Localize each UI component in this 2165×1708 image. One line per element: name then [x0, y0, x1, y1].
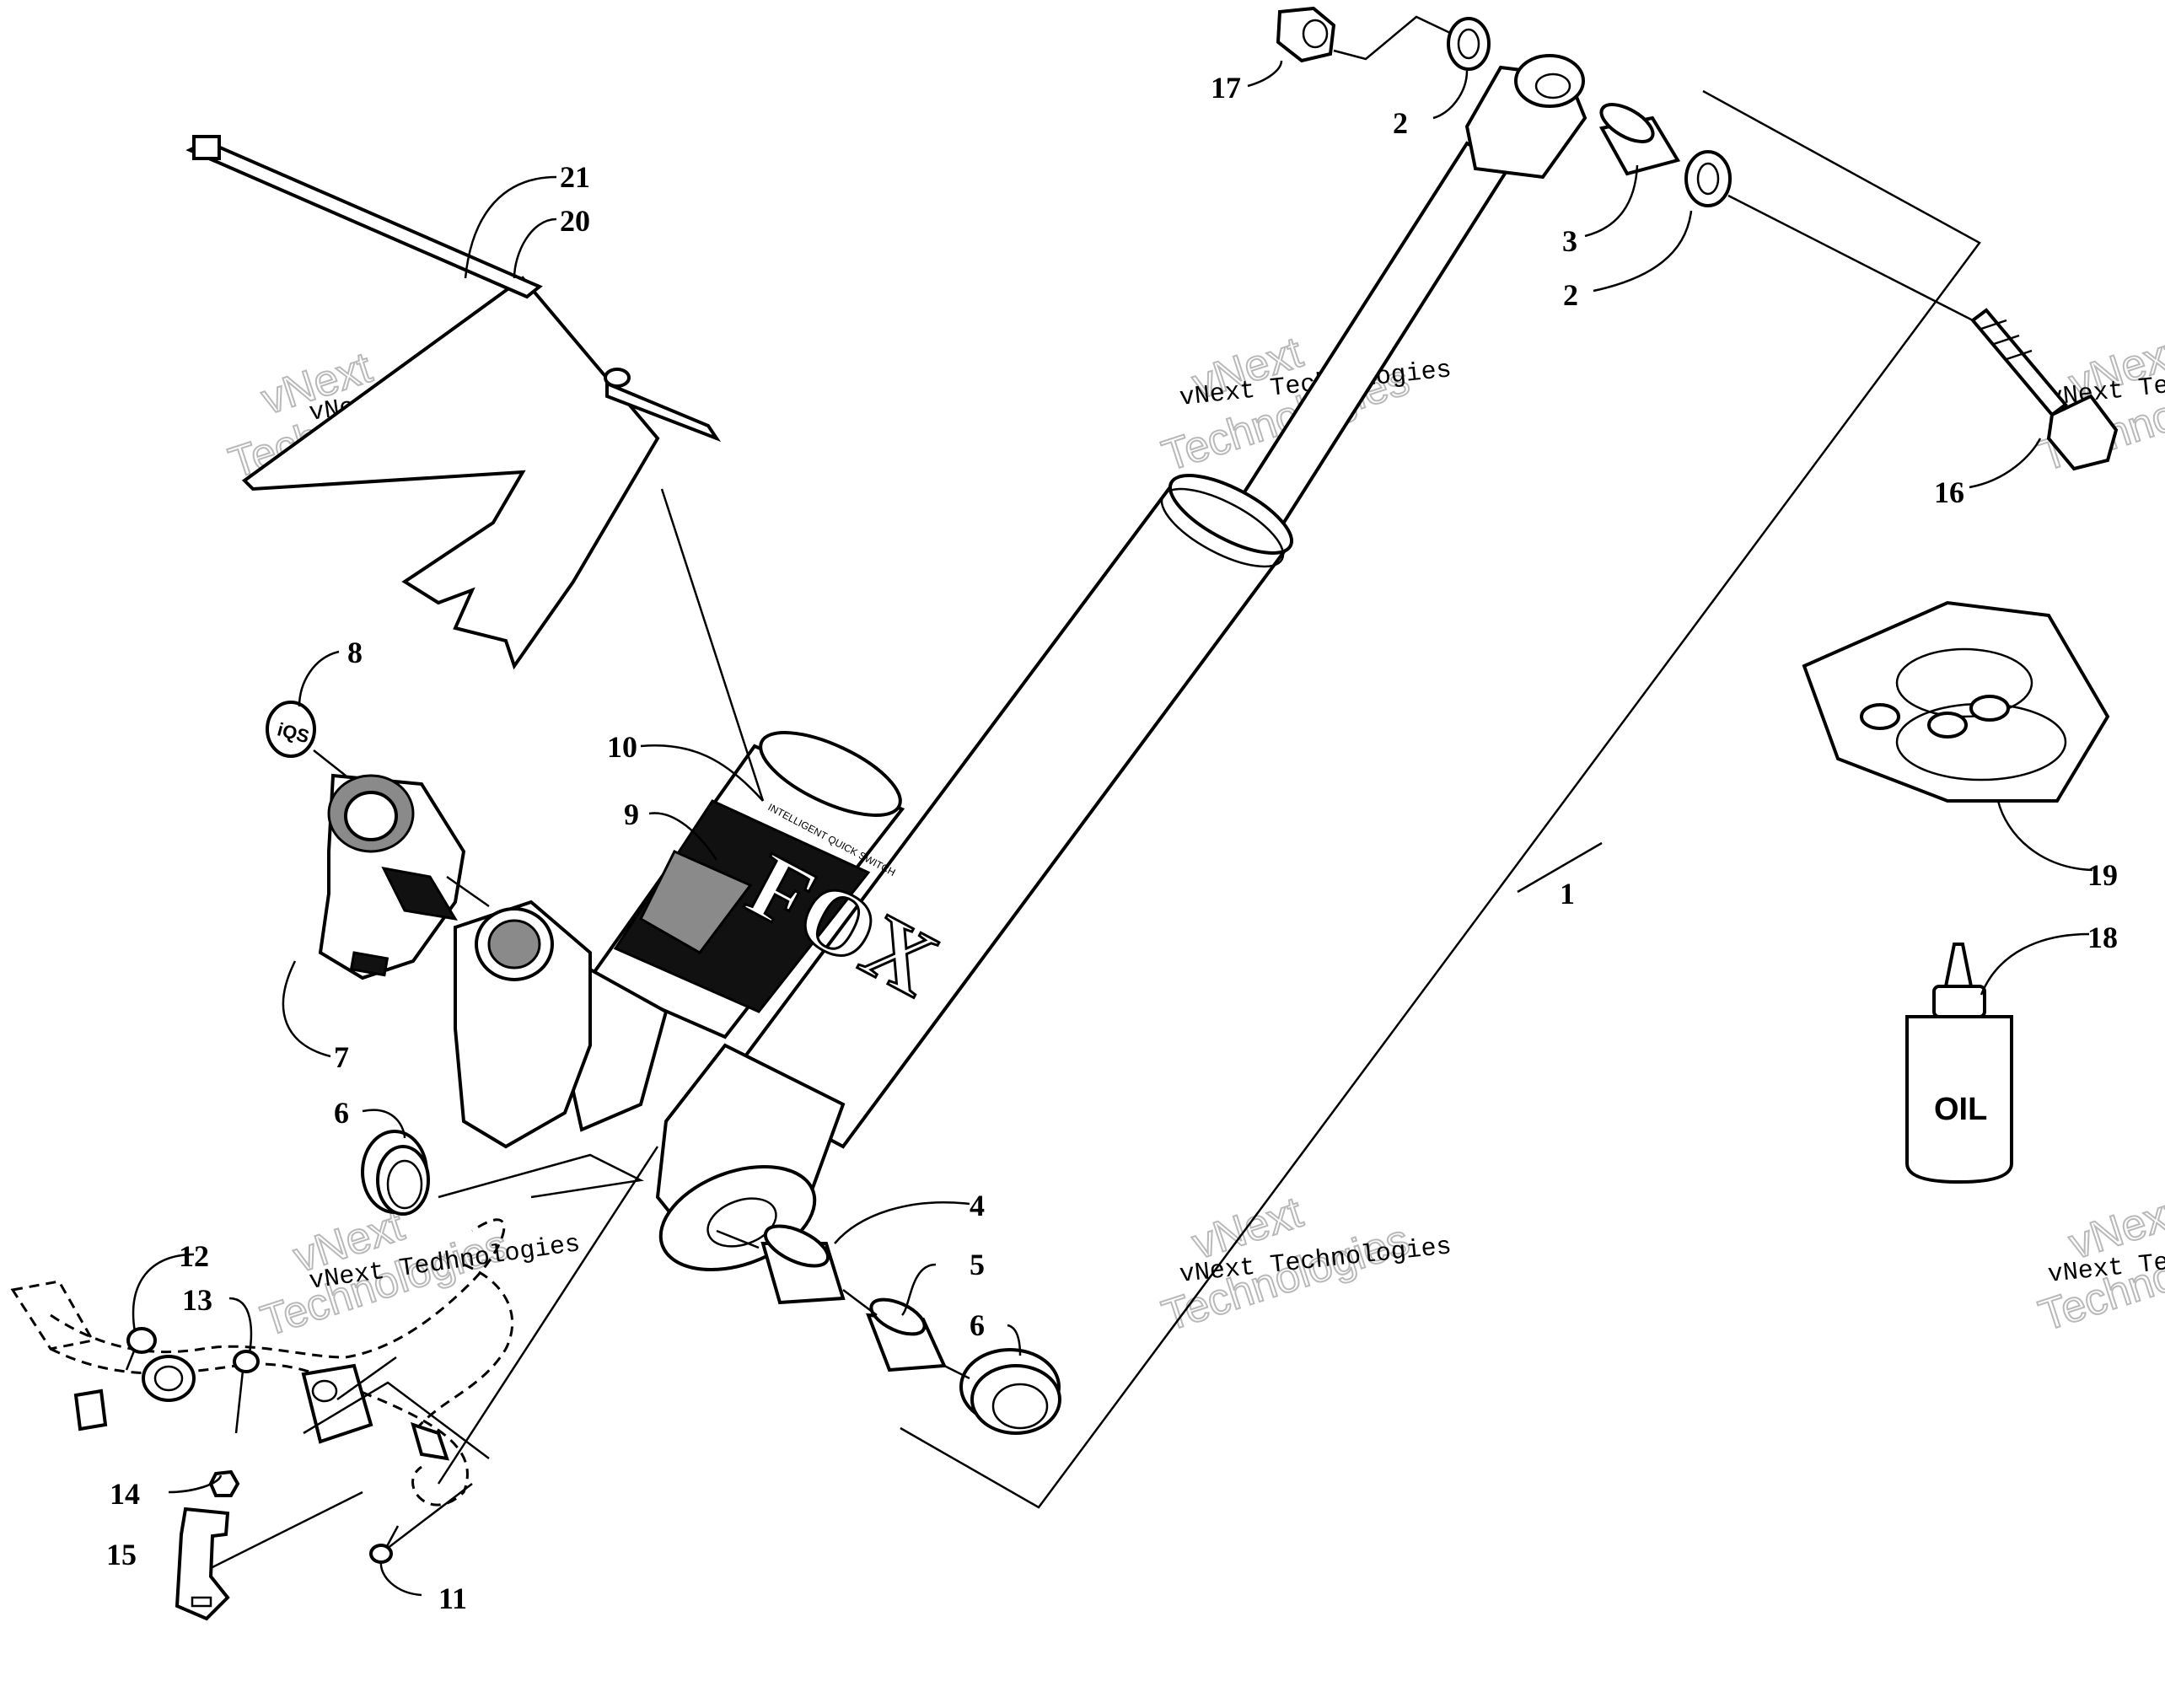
nut-17 — [1276, 6, 1336, 63]
callout-14: 14 — [110, 1477, 140, 1511]
callout-13: 13 — [182, 1283, 212, 1317]
callout-19: 19 — [2087, 858, 2118, 892]
callout-18: 18 — [2087, 921, 2118, 954]
callout-10: 10 — [607, 730, 637, 764]
bushing-4 — [760, 1224, 846, 1305]
callout-11: 11 — [438, 1582, 467, 1615]
callout-21: 21 — [560, 160, 590, 194]
callout-15: 15 — [106, 1538, 137, 1571]
assembly-bracket-line — [900, 89, 1981, 1509]
knob-cap-7 — [318, 773, 466, 980]
clip-15 — [175, 1507, 230, 1621]
callout-16: 16 — [1934, 475, 1964, 509]
upper-hardware — [1276, 6, 2119, 471]
callout-7: 7 — [334, 1040, 349, 1074]
callouts: 17 2 3 2 16 19 18 1 21 20 8 10 9 7 6 4 5… — [106, 71, 2118, 1615]
callout-2-lower: 2 — [1563, 278, 1578, 312]
callout-6-left: 6 — [334, 1096, 349, 1130]
upper-eyelet — [1464, 54, 1587, 180]
shock-absorber: FOX INTELLIGENT QUICK SWITCH — [562, 54, 1587, 1272]
screw-13 — [233, 1350, 260, 1434]
washer-2-lower — [1684, 150, 1732, 207]
callout-3: 3 — [1562, 224, 1577, 258]
callout-8: 8 — [347, 636, 363, 669]
screw-12 — [125, 1327, 157, 1371]
callout-1: 1 — [1560, 877, 1575, 910]
callout-9: 9 — [624, 798, 639, 831]
shock-body — [723, 474, 1294, 1149]
seal-kit-19 — [1802, 600, 2110, 803]
callout-4: 4 — [970, 1189, 985, 1222]
washer-2-upper — [1447, 17, 1491, 71]
nut-14 — [208, 1469, 240, 1497]
callout-2-upper: 2 — [1393, 106, 1408, 140]
bushing-6-right — [959, 1348, 1061, 1435]
spacer-5 — [865, 1297, 948, 1372]
badge-8: iQS — [266, 701, 316, 758]
oil-label-text: OIL — [1934, 1092, 1987, 1127]
callout-12: 12 — [179, 1239, 209, 1273]
bushing-3 — [1598, 103, 1681, 176]
callout-6-right: 6 — [970, 1308, 985, 1342]
knob-body — [454, 900, 592, 1149]
cable-tie-21 — [185, 135, 543, 299]
callout-20: 20 — [560, 204, 590, 238]
oil-bottle-18: OIL — [1905, 943, 2013, 1184]
bracket-20 — [241, 276, 722, 670]
callout-17: 17 — [1211, 71, 1241, 105]
bushing-6-left — [361, 1130, 430, 1216]
callout-5: 5 — [970, 1248, 985, 1281]
leader-lines — [132, 60, 2093, 1597]
bolt-16 — [1970, 308, 2119, 471]
